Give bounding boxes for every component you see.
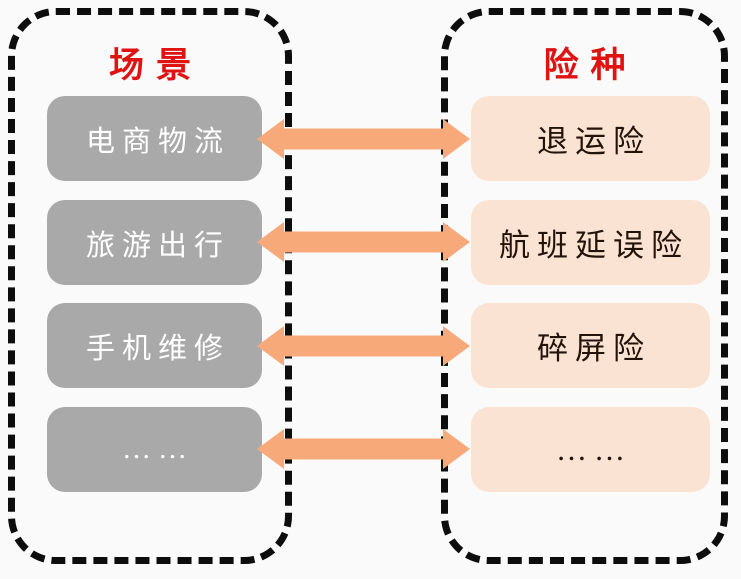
double-arrow-shape xyxy=(257,222,470,262)
double-arrow-icon xyxy=(257,222,470,262)
insurance-panel-title: 险种 xyxy=(543,46,638,85)
insurance-box-screen-damage: 碎屏险 xyxy=(471,303,710,388)
scene-box-ecommerce-logistics: 电商物流 xyxy=(47,96,262,181)
scenes-panel-title: 场景 xyxy=(108,46,203,85)
insurance-box-ellipsis: …… xyxy=(471,407,710,492)
double-arrow-shape xyxy=(257,119,470,159)
double-arrow-icon xyxy=(257,429,470,469)
scenes-panel: 场景 xyxy=(8,8,292,564)
insurance-box-return-shipping: 退运险 xyxy=(471,96,710,181)
scene-box-ellipsis: …… xyxy=(47,407,262,492)
insurance-box-flight-delay: 航班延误险 xyxy=(471,200,710,285)
scene-box-phone-repair: 手机维修 xyxy=(47,303,262,388)
scene-box-travel: 旅游出行 xyxy=(47,200,262,285)
double-arrow-shape xyxy=(257,429,470,469)
double-arrow-icon xyxy=(257,119,470,159)
insurance-panel: 险种 xyxy=(441,8,728,564)
double-arrow-shape xyxy=(257,326,470,366)
double-arrow-icon xyxy=(257,326,470,366)
